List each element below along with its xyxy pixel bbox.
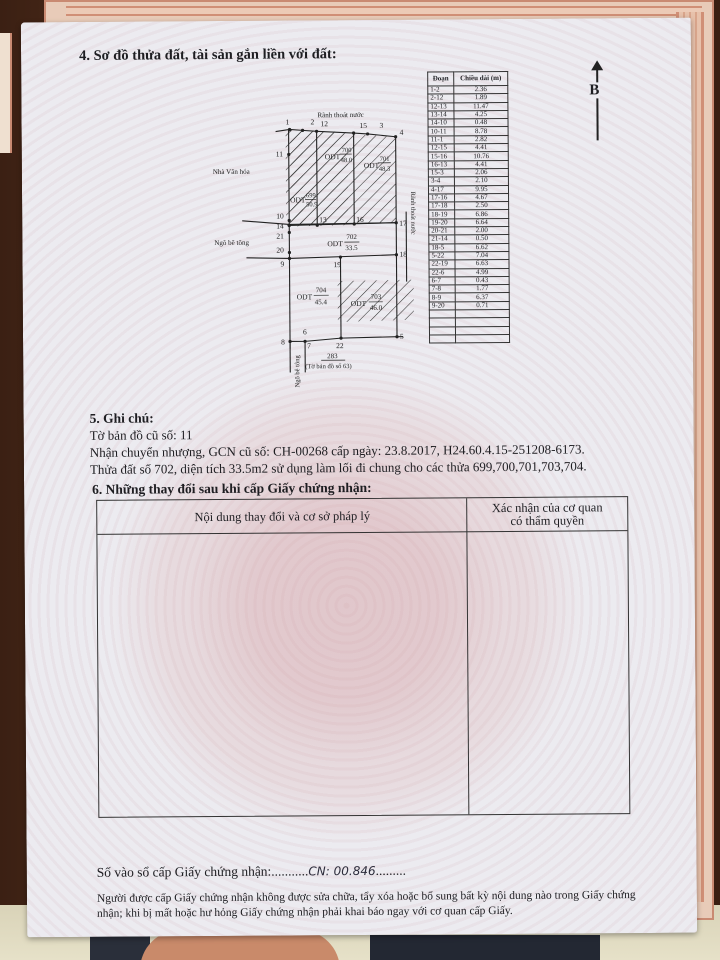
point-label: 3 [380, 121, 384, 130]
warning-text: Người được cấp Giấy chứng nhận không đượ… [96, 889, 636, 920]
north-arrow-line [596, 66, 599, 141]
point-label: 14 [276, 222, 284, 231]
segment-cell [429, 334, 456, 344]
point-label: 16 [356, 215, 364, 224]
culture-house-label: Nhà Văn hóa [213, 168, 251, 176]
point-label: 15 [360, 121, 368, 130]
segment-cell: 17-18 [428, 202, 455, 211]
col-header-authority-confirmation: Xác nhận của cơ quan có thẩm quyền [467, 497, 627, 532]
segment-cell [429, 326, 456, 335]
point-label: 19 [333, 260, 341, 269]
point-label: 4 [400, 128, 404, 137]
parcel-701-use: ODT [364, 161, 380, 170]
registration-value: CN: 00.846 [308, 863, 376, 879]
sleeve [90, 935, 150, 960]
segment-cell: 14-10 [428, 119, 455, 128]
segment-cell: 22-19 [428, 260, 456, 269]
segment-cell: 7-8 [429, 285, 456, 294]
parcel-699-area: 50.9 [306, 201, 317, 208]
parcel-700-area: 48.0 [341, 157, 352, 164]
point-label: 6 [303, 327, 307, 336]
segment-cell: 2-12 [427, 94, 454, 103]
drain-top-label: Rãnh thoát nước [317, 111, 363, 119]
dotted-leader: ........... [271, 863, 309, 879]
parcel-701-number: 701 [380, 156, 390, 163]
parcel-702-number: 702 [346, 233, 357, 241]
segment-cell: 9-20 [429, 301, 456, 311]
registration-number: Số vào sổ cấp Giấy chứng nhận:..........… [97, 863, 406, 881]
segment-cell: 15-16 [428, 152, 455, 161]
col-header-line: có thẩm quyền [510, 513, 585, 528]
segment-cell: 21-14 [428, 235, 455, 244]
dotted-leader: ......... [375, 862, 407, 878]
side-card [0, 33, 12, 153]
parcel-704-number: 704 [316, 286, 327, 294]
parcel-700-use: ODT [325, 152, 341, 161]
table-header-row: Đoạn Chiều dài (m) [427, 71, 508, 87]
drain-right-label: Rãnh thoát nước [409, 192, 416, 235]
parcel-703-area: 46.0 [370, 304, 383, 312]
point-label: 10 [276, 212, 284, 221]
segment-cell [429, 309, 456, 319]
length-cell [455, 334, 510, 344]
parcel-699-number: 699 [306, 192, 316, 199]
parcel-700-number: 700 [342, 147, 352, 154]
point-label: 22 [336, 341, 344, 350]
parcel-703-number: 703 [371, 293, 382, 301]
parcel-704-area: 45.4 [315, 298, 328, 306]
parcel-699-use: ODT [290, 195, 306, 204]
section-6-title: 6. Những thay đổi sau khi cấp Giấy chứng… [92, 479, 372, 497]
neighbor-parcel-label: 283 [327, 352, 338, 360]
segment-cell: 3-4 [428, 177, 455, 186]
point-label: 18 [399, 250, 407, 259]
changes-table: Nội dung thay đổi và cơ sở pháp lý Xác n… [96, 496, 631, 818]
north-label: B [589, 82, 600, 99]
segment-cell [429, 318, 456, 327]
point-label: 9 [280, 260, 284, 269]
notes-section: 5. Ghi chú: Tờ bản đồ cũ số: 11 Nhận chu… [90, 406, 670, 478]
alley-bottom-label: Ngõ bê tông [294, 355, 301, 388]
col-header-length: Chiều dài (m) [453, 71, 508, 86]
parcel-702-area: 33.5 [345, 244, 358, 252]
parcel-703-use: ODT [351, 299, 367, 308]
col-header-change-content: Nội dung thay đổi và cơ sở pháp lý [194, 508, 371, 524]
alley-left-label: Ngõ bê tông [214, 239, 249, 247]
col-header-segment: Đoạn [427, 71, 454, 87]
section-4-title: 4. Sơ đồ thửa đất, tài sản gắn liền với … [78, 46, 337, 64]
decorative-border-top [66, 6, 702, 16]
point-label: 7 [307, 341, 311, 350]
segment-cell: 12-15 [428, 144, 455, 153]
point-label: 11 [276, 150, 284, 159]
certificate-page: 4. Sơ đồ thửa đất, tài sản gắn liền với … [20, 17, 698, 938]
changes-content-column [97, 498, 470, 817]
sleeve [370, 935, 600, 960]
point-label: 5 [400, 332, 404, 341]
point-label: 8 [281, 338, 285, 347]
point-label: 1 [285, 117, 289, 126]
point-label: 2 [310, 117, 314, 126]
north-arrow: B [587, 60, 608, 141]
parcel-704-use: ODT [297, 292, 313, 301]
parcel-701-area: 48.3 [379, 166, 390, 173]
point-label: 12 [320, 119, 328, 128]
point-label: 20 [276, 246, 284, 255]
land-plot-diagram: 1 2 12 15 3 4 11 10 14 13 16 17 21 20 18… [213, 111, 416, 388]
point-label: 21 [276, 232, 284, 241]
neighbor-sheet-label: (Tờ bản đồ số 63) [305, 363, 351, 370]
registration-label: Số vào sổ cấp Giấy chứng nhận: [96, 863, 272, 880]
note-line: Thửa đất số 702, diện tích 33.5m2 sử dụn… [89, 458, 587, 477]
arrow-up-icon [591, 60, 604, 71]
point-label: 17 [399, 219, 407, 228]
parcel-702-use: ODT [327, 239, 343, 248]
table-row [429, 334, 510, 344]
point-label: 13 [319, 215, 327, 224]
